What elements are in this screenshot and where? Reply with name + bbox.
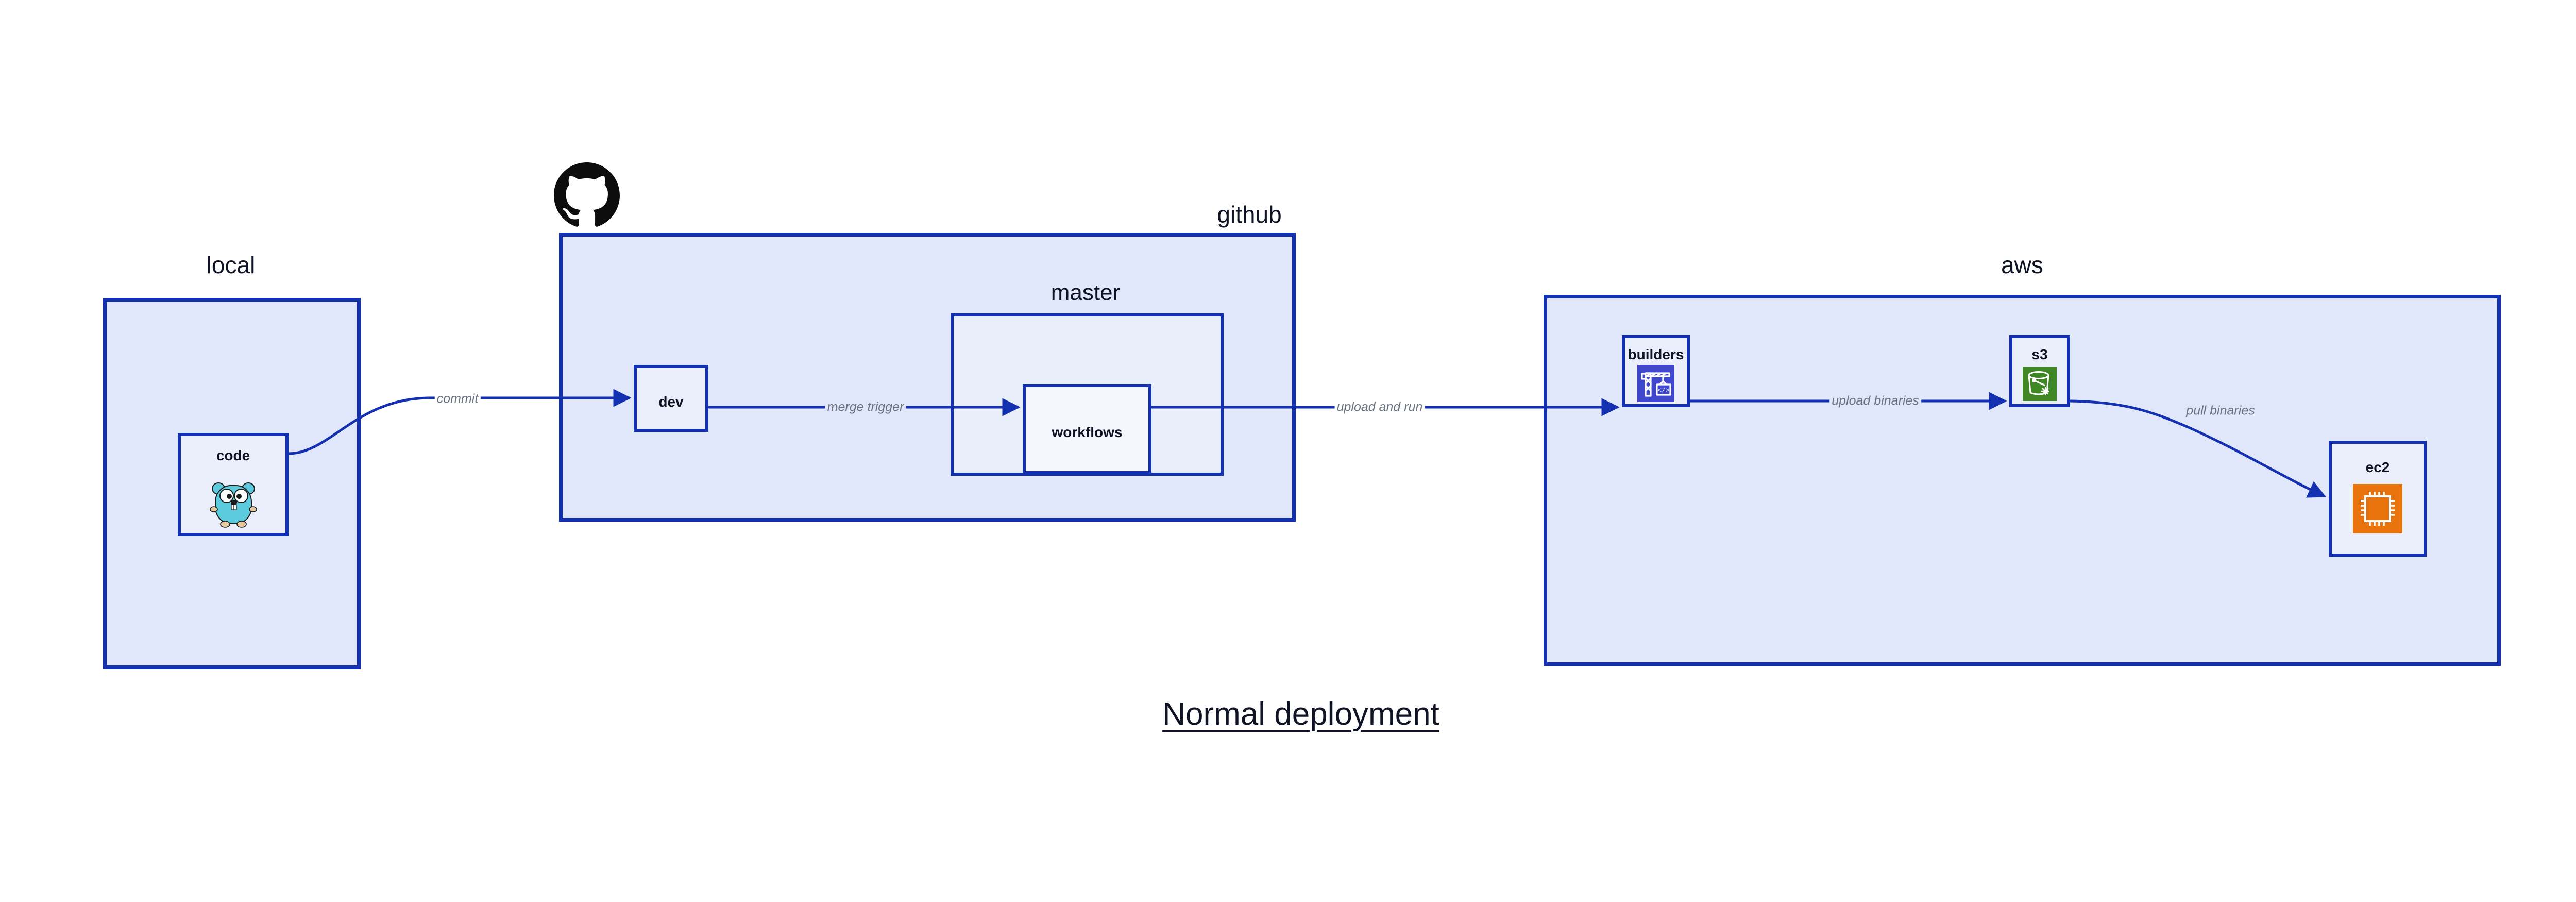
node-workflows[interactable]: workflows [1023, 384, 1151, 474]
svg-text:</>: </> [1657, 387, 1670, 394]
edge-label-upload-and-run: upload and run [1334, 400, 1425, 414]
aws-s3-bucket-icon [2023, 367, 2057, 401]
edge-label-upload-binaries: upload binaries [1829, 394, 1921, 408]
node-s3[interactable]: s3 [2009, 335, 2070, 407]
group-label-github: github [1217, 201, 1282, 228]
group-label-aws: aws [2001, 252, 2043, 278]
github-octocat-icon [554, 162, 620, 228]
group-label-local: local [206, 252, 256, 278]
node-label-dev: dev [658, 394, 684, 410]
node-builders[interactable]: builders </> [1622, 335, 1690, 407]
node-label-workflows: workflows [1052, 424, 1123, 440]
edge-label-merge-trigger: merge trigger [825, 400, 906, 414]
edge-label-commit: commit [434, 392, 481, 406]
node-ec2[interactable]: ec2 [2329, 441, 2427, 557]
node-label-builders: builders [1628, 346, 1684, 362]
node-label-ec2: ec2 [2365, 459, 2390, 475]
node-label-s3: s3 [2031, 346, 2048, 362]
node-label-code: code [216, 447, 250, 463]
group-label-master: master [1050, 280, 1121, 305]
aws-ec2-chip-icon [2353, 484, 2402, 533]
diagram-title: Normal deployment [1162, 696, 1439, 732]
aws-builders-crane-icon: </> [1637, 365, 1674, 402]
go-gopher-icon [205, 473, 262, 530]
node-code[interactable]: code [178, 433, 289, 536]
edge-label-pull-binaries: pull binaries [2184, 404, 2257, 417]
node-dev[interactable]: dev [634, 365, 708, 432]
